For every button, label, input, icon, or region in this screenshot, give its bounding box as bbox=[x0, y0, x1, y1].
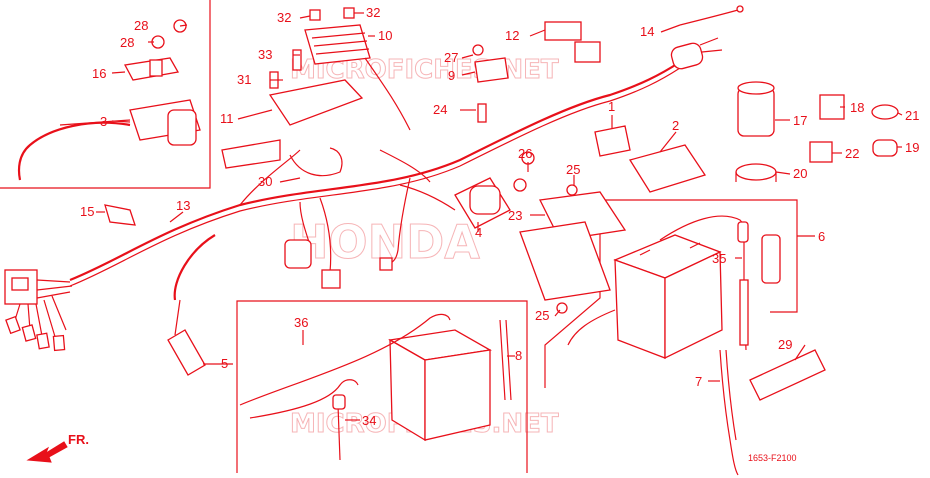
callout-30: 30 bbox=[258, 174, 272, 189]
part-35-cable bbox=[737, 221, 749, 351]
part-2-box bbox=[628, 144, 707, 193]
callout-31: 31 bbox=[237, 72, 251, 87]
callout-2: 2 bbox=[672, 118, 679, 133]
callout-16: 16 bbox=[92, 66, 106, 81]
leader-lines bbox=[96, 12, 903, 421]
callout-19: 19 bbox=[905, 140, 919, 155]
callout-32-left: 32 bbox=[277, 10, 291, 25]
part-6-cover bbox=[761, 234, 781, 284]
callout-32-right: 32 bbox=[366, 5, 380, 20]
callout-22: 22 bbox=[845, 146, 859, 161]
callout-25-lower: 25 bbox=[535, 308, 549, 323]
callout-13: 13 bbox=[176, 198, 190, 213]
callout-labels: 28 28 16 3 32 32 33 31 10 11 30 12 14 27… bbox=[80, 5, 919, 428]
part-10-regulator bbox=[304, 24, 411, 131]
part-1-relay bbox=[594, 125, 631, 157]
part-4-coil bbox=[454, 151, 535, 229]
callout-34: 34 bbox=[362, 413, 376, 428]
callout-3: 3 bbox=[100, 114, 107, 129]
callout-20: 20 bbox=[793, 166, 807, 181]
callout-28-lower: 28 bbox=[120, 35, 134, 50]
callout-17: 17 bbox=[793, 113, 807, 128]
callout-21: 21 bbox=[905, 108, 919, 123]
part-14-wire bbox=[679, 5, 744, 26]
callout-6: 6 bbox=[818, 229, 825, 244]
wire-harness bbox=[4, 37, 723, 352]
part-23-battery-holder bbox=[519, 184, 627, 314]
callout-36: 36 bbox=[294, 315, 308, 330]
part-22-socket bbox=[809, 141, 833, 163]
inset-battery bbox=[239, 313, 492, 461]
callout-12: 12 bbox=[505, 28, 519, 43]
part-5-plug-cap bbox=[167, 234, 216, 376]
part-7-vent-tube bbox=[719, 349, 739, 476]
battery-main bbox=[567, 215, 745, 360]
part-8-tube bbox=[499, 319, 512, 401]
part-28-nuts bbox=[151, 19, 187, 49]
part-3-ignition-coil bbox=[17, 99, 201, 181]
callout-26: 26 bbox=[518, 146, 532, 161]
part-29-strap bbox=[749, 349, 826, 401]
part-9-relay bbox=[472, 44, 509, 123]
callout-8: 8 bbox=[515, 348, 522, 363]
callout-24: 24 bbox=[433, 102, 447, 117]
front-label: FR. bbox=[68, 432, 89, 447]
callout-28-upper: 28 bbox=[134, 18, 148, 33]
callout-11: 11 bbox=[220, 111, 234, 126]
callout-9: 9 bbox=[448, 68, 455, 83]
callout-7: 7 bbox=[695, 374, 702, 389]
part-19-cap bbox=[871, 104, 899, 157]
callout-25-upper: 25 bbox=[566, 162, 580, 177]
callout-1: 1 bbox=[608, 99, 615, 114]
callout-23: 23 bbox=[508, 208, 522, 223]
part-11-bracket bbox=[221, 79, 364, 169]
front-arrow-icon bbox=[26, 441, 68, 463]
harness-connectors bbox=[284, 239, 393, 289]
callout-35: 35 bbox=[712, 251, 726, 266]
diagram-code: 1653-F2100 bbox=[748, 453, 797, 463]
callout-33: 33 bbox=[258, 47, 272, 62]
callout-14: 14 bbox=[640, 24, 654, 39]
part-17-capacitor bbox=[735, 81, 777, 182]
part-12-connector bbox=[544, 21, 601, 63]
callout-15: 15 bbox=[80, 204, 94, 219]
part-16-bracket bbox=[123, 57, 180, 81]
callout-4: 4 bbox=[475, 225, 482, 240]
callout-5: 5 bbox=[221, 356, 228, 371]
callout-18: 18 bbox=[850, 100, 864, 115]
callout-29: 29 bbox=[778, 337, 792, 352]
callout-10: 10 bbox=[378, 28, 392, 43]
part-30-clamp bbox=[289, 147, 343, 177]
callout-27: 27 bbox=[444, 50, 458, 65]
part-15-clip bbox=[104, 204, 136, 226]
